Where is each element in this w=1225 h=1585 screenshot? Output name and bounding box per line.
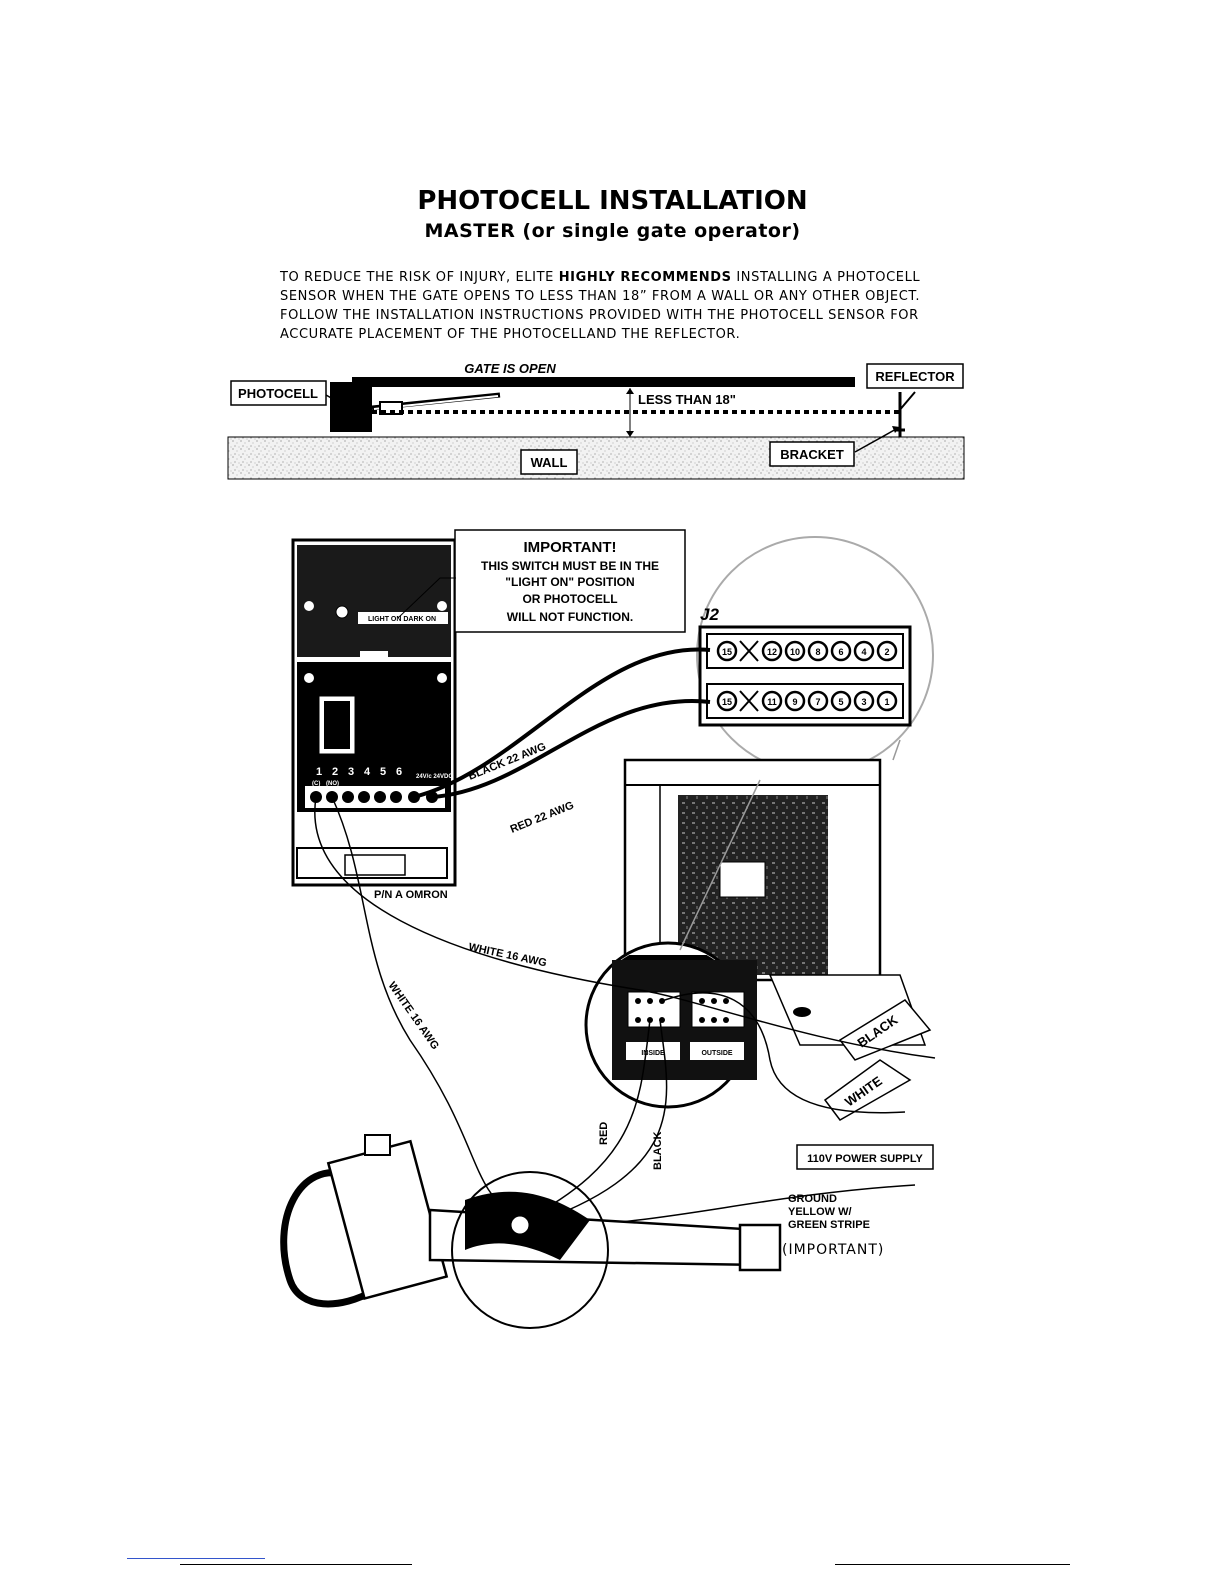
warning-line-3: FOLLOW THE INSTALLATION INSTRUCTIONS PRO… bbox=[280, 308, 919, 323]
gate-open-label: GATE IS OPEN bbox=[464, 361, 556, 376]
photocell-unit: LIGHT ON DARK ON 1 2 3 4 5 6 (C) (NO) 24… bbox=[291, 538, 457, 901]
terminal-magnifier: INSIDE OUTSIDE bbox=[584, 941, 760, 1109]
page-subtitle: MASTER (or single gate operator) bbox=[424, 220, 801, 242]
black-tag: BLACK bbox=[838, 999, 932, 1061]
svg-text:9: 9 bbox=[792, 697, 797, 707]
j2-bottom-pins: 15 11 9 7 5 3 1 bbox=[716, 690, 898, 712]
j2-label: J2 bbox=[700, 605, 719, 624]
actuator-motor bbox=[280, 1134, 782, 1329]
ground-label-3: GREEN STRIPE bbox=[788, 1219, 870, 1231]
white-tag: WHITE bbox=[823, 1059, 912, 1121]
svg-text:1: 1 bbox=[884, 697, 889, 707]
warning-paragraph: TO REDUCE THE RISK OF INJURY, ELITE HIGH… bbox=[280, 268, 940, 344]
svg-text:5: 5 bbox=[380, 766, 386, 778]
control-box bbox=[623, 758, 927, 1046]
footer-rule bbox=[180, 1564, 412, 1565]
svg-text:4: 4 bbox=[364, 766, 371, 778]
inside-label: INSIDE bbox=[641, 1050, 665, 1057]
svg-text:3: 3 bbox=[348, 766, 354, 778]
gate-bar bbox=[352, 377, 855, 387]
svg-text:12: 12 bbox=[767, 647, 777, 657]
bracket-label: BRACKET bbox=[780, 447, 844, 462]
part-number-label: P/N A OMRON bbox=[374, 889, 448, 901]
svg-text:7: 7 bbox=[815, 697, 820, 707]
red-wire-label: RED bbox=[598, 1122, 610, 1145]
important-line-2: "LIGHT ON" POSITION bbox=[505, 575, 634, 589]
warning-line-4: ACCURATE PLACEMENT OF THE PHOTOCELLAND T… bbox=[280, 327, 741, 342]
warning-line-2: SENSOR WHEN THE GATE OPENS TO LESS THAN … bbox=[280, 289, 921, 304]
photocell-label: PHOTOCELL bbox=[238, 386, 318, 401]
outside-label: OUTSIDE bbox=[701, 1050, 732, 1057]
important-line-1: THIS SWITCH MUST BE IN THE bbox=[481, 559, 659, 573]
footer-rule bbox=[127, 1558, 265, 1559]
svg-text:1: 1 bbox=[316, 766, 322, 778]
power-supply-label: 110V POWER SUPPLY bbox=[807, 1153, 923, 1165]
important-note: (IMPORTANT) bbox=[782, 1242, 884, 1258]
gate-open-diagram: GATE IS OPEN PHOTOCELL LESS THAN 18" REF… bbox=[227, 361, 965, 480]
svg-text:24V/c 24VDC: 24V/c 24VDC bbox=[416, 774, 453, 780]
important-line-3: OR PHOTOCELL bbox=[522, 592, 617, 606]
wall-label: WALL bbox=[531, 455, 568, 470]
svg-text:2: 2 bbox=[332, 766, 338, 778]
svg-text:(NO): (NO) bbox=[326, 781, 339, 787]
svg-text:15: 15 bbox=[722, 647, 732, 657]
photocell-body bbox=[330, 382, 372, 432]
svg-text:6: 6 bbox=[396, 766, 402, 778]
warning-emphasis: HIGHLY RECOMMENDS bbox=[558, 270, 732, 285]
svg-text:4: 4 bbox=[861, 647, 866, 657]
wires bbox=[314, 647, 936, 1227]
svg-text:8: 8 bbox=[815, 647, 820, 657]
svg-text:10: 10 bbox=[790, 647, 800, 657]
black-wire-label: BLACK bbox=[652, 1131, 664, 1170]
reflector-label: REFLECTOR bbox=[875, 369, 955, 384]
svg-text:(C): (C) bbox=[312, 781, 320, 787]
svg-text:11: 11 bbox=[767, 697, 777, 707]
svg-text:15: 15 bbox=[722, 697, 732, 707]
wiring-diagram: LIGHT ON DARK ON 1 2 3 4 5 6 (C) (NO) 24… bbox=[280, 529, 936, 1329]
white-16-awg-label-a: WHITE 16 AWG bbox=[467, 941, 547, 969]
warning-text: TO REDUCE THE RISK OF INJURY, ELITE bbox=[280, 270, 559, 285]
switch-label: LIGHT ON DARK ON bbox=[368, 616, 436, 623]
svg-text:3: 3 bbox=[861, 697, 866, 707]
page-title: PHOTOCELL INSTALLATION bbox=[417, 186, 808, 216]
svg-text:2: 2 bbox=[884, 647, 889, 657]
ground-label-1: GROUND bbox=[788, 1193, 837, 1205]
ground-label-2: YELLOW W/ bbox=[788, 1206, 852, 1218]
warning-line-1: TO REDUCE THE RISK OF INJURY, ELITE HIGH… bbox=[280, 268, 940, 287]
important-title: IMPORTANT! bbox=[523, 539, 616, 556]
important-line-4: WILL NOT FUNCTION. bbox=[507, 610, 633, 624]
footer-rule bbox=[835, 1564, 1070, 1565]
svg-text:6: 6 bbox=[838, 647, 843, 657]
white-16-awg-label-b: WHITE 16 AWG bbox=[386, 980, 442, 1052]
j2-top-pins: 15 12 10 8 6 4 2 bbox=[716, 640, 898, 662]
warning-text: INSTALLING A PHOTOCELL bbox=[731, 270, 921, 285]
terminal-numbers: 1 2 3 4 5 6 (C) (NO) 24V/c 24VDC bbox=[312, 766, 453, 787]
svg-text:5: 5 bbox=[838, 697, 843, 707]
less-than-label: LESS THAN 18" bbox=[638, 392, 736, 407]
red-22-awg-label: RED 22 AWG bbox=[509, 799, 576, 835]
wire-entry-magnifier bbox=[451, 1171, 609, 1329]
